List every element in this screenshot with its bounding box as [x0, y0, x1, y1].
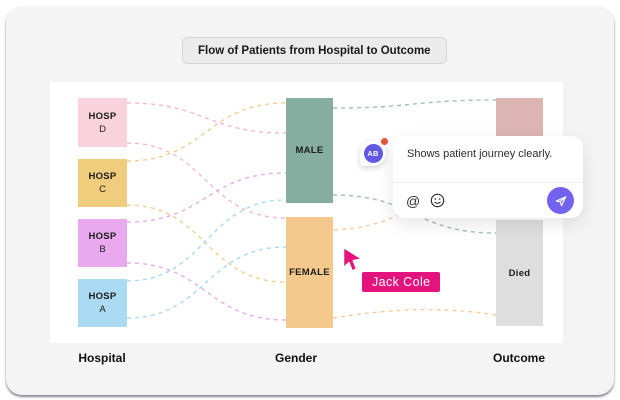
comment-divider [393, 182, 583, 183]
chart-title-label: Flow of Patients from Hospital to Outcom… [198, 44, 431, 57]
node-label: FEMALE [289, 267, 330, 278]
column-label-hospital: Hospital [78, 351, 126, 365]
node-sublabel: C [99, 184, 106, 195]
node-hosp-d: HOSP D [78, 98, 127, 147]
column-label-gender: Gender [274, 351, 317, 365]
send-button[interactable] [547, 187, 574, 214]
notification-dot [381, 138, 388, 145]
node-label: HOSP [88, 110, 117, 122]
node-hosp-a: HOSP A [78, 279, 127, 327]
node-label: HOSP [88, 171, 117, 182]
collaborator-cursor-icon [342, 246, 366, 279]
node-male: MALE [286, 98, 333, 203]
node-sublabel: B [99, 244, 106, 255]
chart-title: Flow of Patients from Hospital to Outcom… [182, 37, 447, 64]
mention-icon[interactable]: @ [406, 192, 421, 209]
node-died: Died [496, 220, 543, 326]
node-sublabel: A [99, 304, 106, 315]
node-hosp-c: HOSP C [78, 159, 127, 207]
send-icon [555, 195, 566, 206]
avatar-initials: AB [367, 148, 379, 158]
emoji-icon[interactable] [430, 193, 445, 208]
node-label: HOSP [88, 291, 117, 302]
column-label-outcome: Outcome [492, 351, 545, 365]
collaborator-name: Jack Cole [372, 275, 431, 289]
node-sublabel: D [99, 123, 106, 135]
node-female: FEMALE [286, 217, 333, 328]
comment-box: Shows patient journey clearly. @ [393, 136, 583, 218]
node-hosp-b: HOSP B [78, 219, 127, 267]
cursor-arrow [342, 246, 363, 272]
comment-pin[interactable]: AB [360, 138, 388, 166]
node-label: Died [508, 267, 531, 279]
comment-text: Shows patient journey clearly. [407, 148, 553, 160]
avatar: AB [363, 143, 383, 163]
comment-reply-row: @ [393, 183, 583, 218]
node-label: HOSP [88, 231, 117, 242]
node-label: MALE [295, 145, 324, 156]
collaborator-name-tag: Jack Cole [362, 272, 441, 292]
